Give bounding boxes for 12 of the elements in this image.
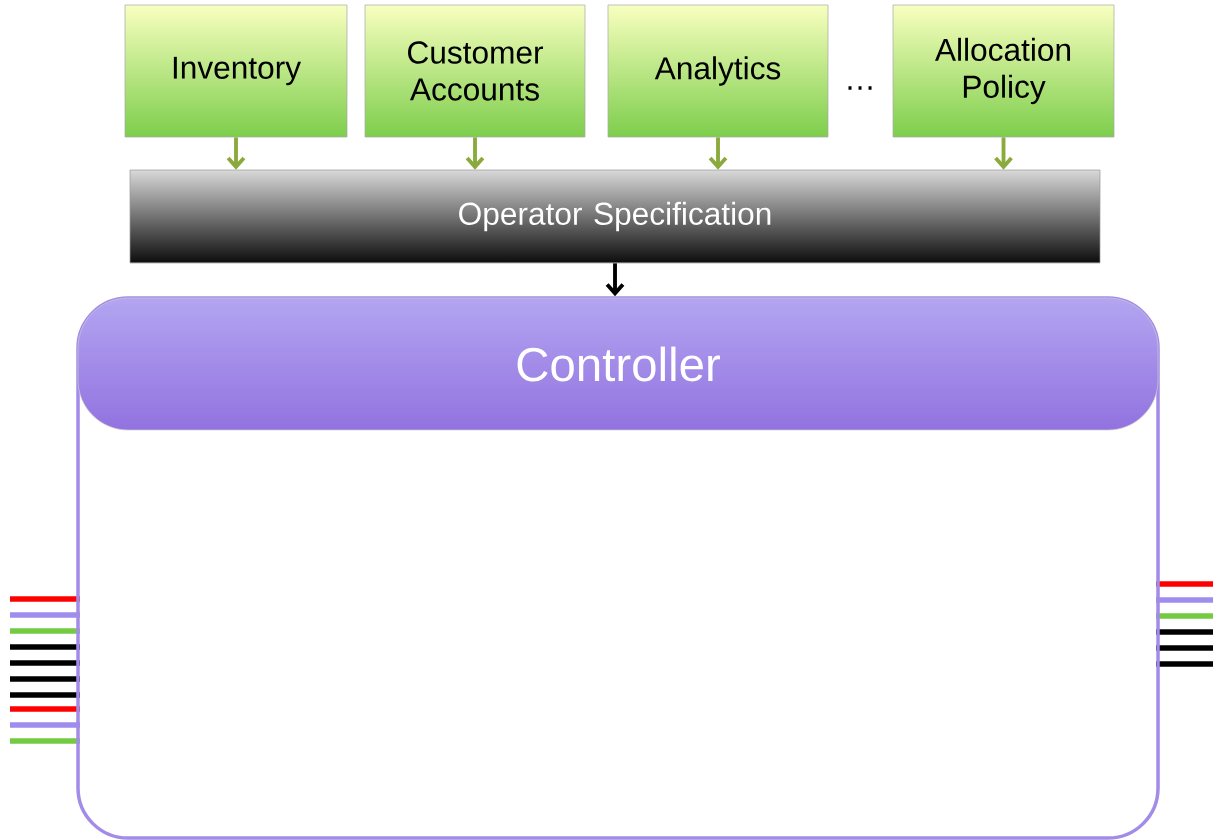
module-box: Customer Accounts (364, 4, 586, 138)
module-box: Analytics (607, 4, 829, 138)
arrow (465, 137, 485, 170)
arrow (226, 137, 246, 170)
arrow (605, 263, 625, 297)
module-box: Inventory (124, 4, 348, 138)
specification-bar: Operator Specification (129, 169, 1101, 264)
ellipsis: … (848, 86, 872, 90)
arrow (708, 137, 728, 170)
module-box: Allocation Policy (892, 4, 1115, 138)
controller-box: Controller (76, 296, 1160, 840)
arrow (994, 137, 1013, 170)
